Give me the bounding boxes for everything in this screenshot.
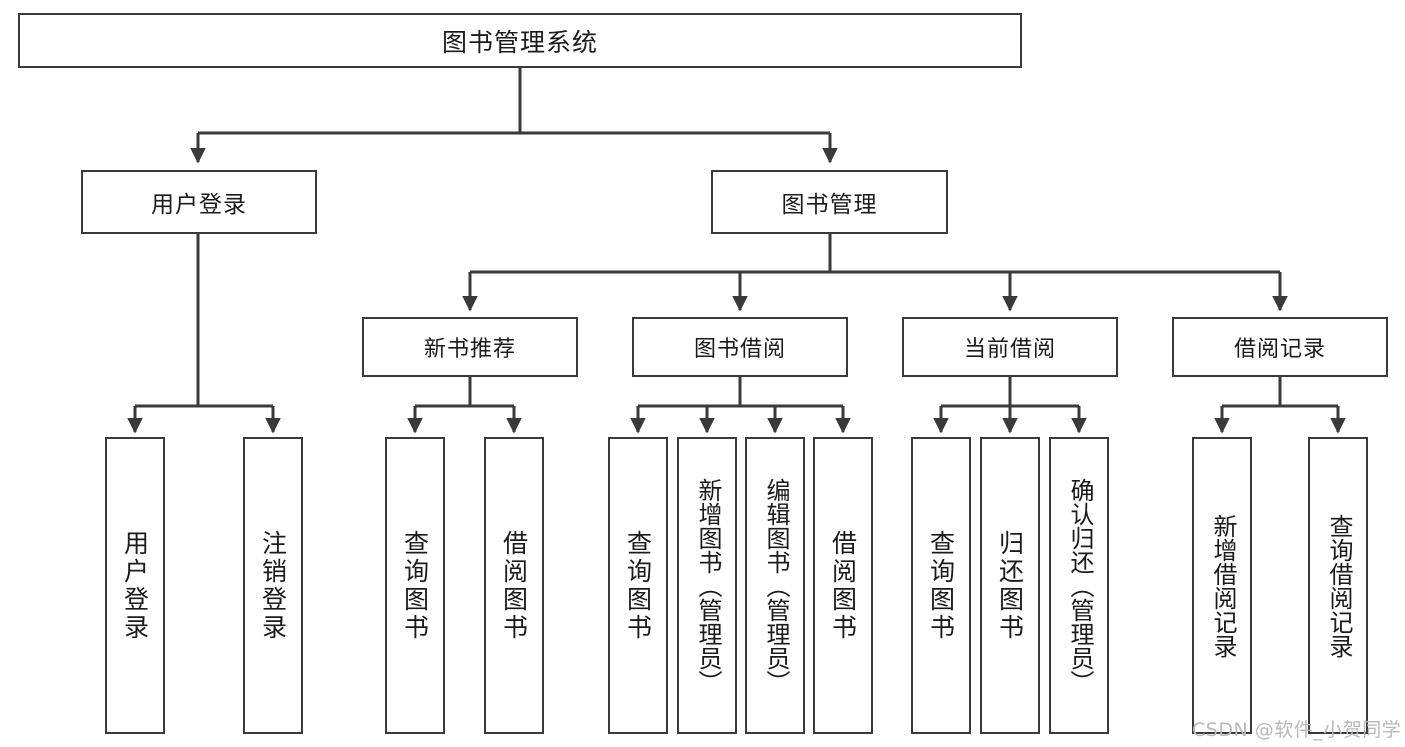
leaf-current-borrow-confirm-return-admin[interactable]: 确认归还（管理员）: [1049, 437, 1109, 734]
leaf-new-book-borrow-book[interactable]: 借阅图书: [484, 437, 544, 734]
leaf-book-borrow-edit-book-admin[interactable]: 编辑图书（管理员）: [745, 437, 805, 734]
csdn-watermark: CSDN @软件_小贺同学: [1192, 719, 1402, 741]
node-new-book-recommend[interactable]: 新书推荐: [362, 317, 578, 377]
node-book-borrow[interactable]: 图书借阅: [632, 317, 848, 377]
leaf-user-login-logout[interactable]: 注销登录: [243, 437, 303, 734]
node-borrow-record[interactable]: 借阅记录: [1172, 317, 1388, 377]
leaf-borrow-record-query-record[interactable]: 查询借阅记录: [1308, 437, 1368, 734]
node-user-login[interactable]: 用户登录: [81, 170, 317, 234]
node-book-management[interactable]: 图书管理: [711, 170, 948, 234]
leaf-user-login-login[interactable]: 用户登录: [105, 437, 165, 734]
node-current-borrow[interactable]: 当前借阅: [902, 317, 1118, 377]
leaf-current-borrow-query-book[interactable]: 查询图书: [911, 437, 971, 734]
node-root-book-management-system[interactable]: 图书管理系统: [18, 13, 1022, 68]
leaf-book-borrow-add-book-admin[interactable]: 新增图书（管理员）: [677, 437, 737, 734]
leaf-book-borrow-query-book[interactable]: 查询图书: [608, 437, 668, 734]
leaf-book-borrow-borrow-book[interactable]: 借阅图书: [813, 437, 873, 734]
leaf-borrow-record-add-record[interactable]: 新增借阅记录: [1192, 437, 1252, 734]
leaf-current-borrow-return-book[interactable]: 归还图书: [980, 437, 1040, 734]
leaf-new-book-query-book[interactable]: 查询图书: [385, 437, 445, 734]
